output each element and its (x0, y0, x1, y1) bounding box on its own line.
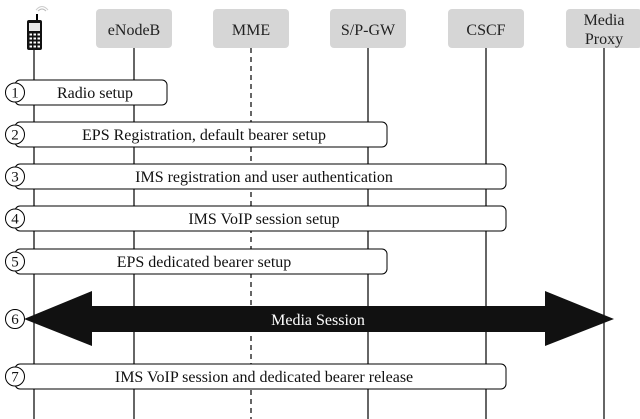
step-1-number: 1 (11, 86, 19, 102)
node-spgw: S/P-GW (330, 9, 406, 48)
step-7-number: 7 (11, 370, 19, 386)
step-7-number-circle (5, 366, 25, 387)
step-6-number-circle (5, 309, 25, 329)
node-mediaproxy: Media Proxy (566, 9, 640, 48)
step-4-number-circle (5, 208, 25, 229)
step-3: 3 IMS registration and user authenticati… (5, 163, 507, 190)
lifelines (33, 48, 605, 419)
step-5-number-circle (5, 251, 25, 272)
node-label-mme: MME (232, 22, 270, 39)
step-6: 6 Media Session (5, 291, 614, 346)
step-7: 7 IMS VoIP session and dedicated bearer … (5, 363, 507, 390)
media-session-arrow (24, 291, 614, 346)
step-5-number: 5 (11, 255, 19, 271)
step-2-label: EPS Registration, default bearer setup (82, 127, 326, 144)
step-6-number: 6 (11, 312, 19, 328)
step-1: 1 Radio setup (5, 79, 168, 106)
node-mme: MME (213, 9, 289, 48)
media-session-label: Media Session (271, 312, 365, 329)
node-label-enodeb: eNodeB (108, 22, 160, 39)
step-4-label: IMS VoIP session setup (188, 211, 339, 228)
node-label-cscf: CSCF (466, 22, 505, 39)
step-3-number: 3 (11, 170, 19, 186)
node-label-mediaproxy-line2: Proxy (585, 31, 623, 48)
step-3-label: IMS registration and user authentication (135, 169, 393, 186)
step-4-number: 4 (11, 212, 19, 228)
step-2-number: 2 (11, 128, 19, 144)
node-label-mediaproxy-line1: Media (584, 12, 625, 29)
step-3-number-circle (5, 166, 25, 187)
mobile-phone-icon (27, 6, 49, 50)
step-2-number-circle (5, 124, 25, 145)
step-5-label: EPS dedicated bearer setup (117, 254, 292, 271)
step-7-label: IMS VoIP session and dedicated bearer re… (115, 369, 413, 386)
step-4: 4 IMS VoIP session setup (5, 205, 507, 232)
node-enodeb: eNodeB (96, 9, 172, 48)
step-1-number-circle (5, 82, 25, 103)
step-5: 5 EPS dedicated bearer setup (5, 248, 388, 275)
node-label-spgw: S/P-GW (341, 22, 396, 39)
node-cscf: CSCF (448, 9, 524, 48)
step-2: 2 EPS Registration, default bearer setup (5, 121, 388, 148)
step-1-label: Radio setup (57, 85, 133, 102)
